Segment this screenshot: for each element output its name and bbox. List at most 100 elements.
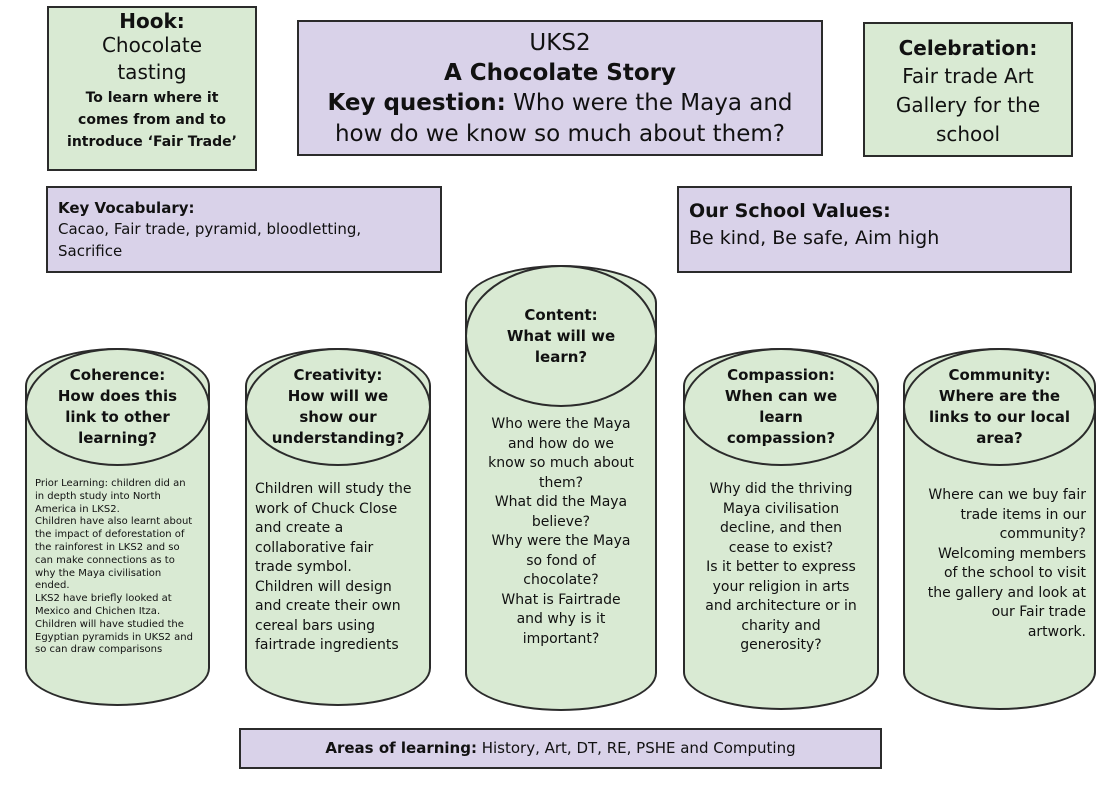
key-question-line-1: Key question: Who were the Maya and (299, 88, 821, 119)
cylinder-title-line: learn? (534, 347, 588, 366)
cylinder-body-line: and how do we (507, 435, 615, 452)
cylinder-body-line: can make connections as to (35, 554, 175, 566)
cylinder-body-line: ended. (35, 580, 70, 592)
cylinder-title-line: links to our local (929, 408, 1070, 426)
values-heading: Our School Values: (689, 200, 891, 222)
cylinder-body-line: Where can we buy fair (928, 487, 1086, 503)
hook-sub-2: comes from and to (78, 112, 226, 128)
cylinder-body-line: the gallery and look at (927, 584, 1086, 601)
cylinder-title-line: What will we (506, 326, 616, 345)
creativity-cylinder: Creativity: How will we show our underst… (245, 348, 431, 706)
community-body: Where can we buy fair trade items in our… (911, 486, 1086, 642)
cylinder-body-line: why the Maya civilisation (35, 567, 162, 579)
creativity-cap: Creativity: How will we show our underst… (245, 348, 431, 466)
values-box: Our School Values: Be kind, Be safe, Aim… (677, 186, 1072, 273)
cylinder-body-line: work of Chuck Close (255, 500, 398, 517)
cylinder-body-line: so can draw comparisons (35, 644, 163, 656)
vocabulary-line-1: Cacao, Fair trade, pyramid, bloodletting… (58, 220, 362, 238)
celebration-line-2: Gallery for the (895, 93, 1041, 117)
cylinder-body-line: know so much about (488, 455, 634, 471)
cylinder-title-line: understanding? (271, 429, 405, 447)
cylinder-title-line: Community: (948, 366, 1051, 384)
content-title: Content: What will we learn? (507, 305, 615, 368)
cylinder-title-line: Coherence: (69, 366, 166, 384)
cylinder-body-line: charity and (741, 617, 821, 634)
cylinder-body-line: and architecture or in (705, 598, 857, 614)
cylinder-body-line: Children will design (255, 578, 392, 595)
cylinder-body-line: Prior Learning: children did an (35, 478, 186, 489)
key-question-line-2: how do we know so much about them? (334, 121, 786, 147)
cylinder-body-line: cease to exist? (728, 539, 834, 556)
cylinder-body-line: community? (999, 526, 1086, 542)
topic-title: A Chocolate Story (444, 60, 676, 86)
cylinder-body-line: the impact of deforestation of (35, 529, 185, 541)
hook-box: Hook: Chocolate tasting To learn where i… (47, 6, 257, 171)
cylinder-body-line: collaborative fair (255, 539, 374, 556)
cylinder-title-line: Compassion: (727, 366, 835, 384)
cylinder-body-line: in depth study into North (35, 490, 161, 502)
vocabulary-heading: Key Vocabulary: (58, 199, 195, 217)
cylinder-body-line: LKS2 have briefly looked at (35, 593, 172, 605)
hook-line-2: tasting (117, 60, 187, 84)
compassion-title: Compassion: When can we learn compassion… (725, 365, 837, 449)
cylinder-title-line: compassion? (726, 429, 836, 447)
cylinder-body-line: trade items in our (960, 506, 1086, 523)
celebration-box: Celebration: Fair trade Art Gallery for … (863, 22, 1073, 157)
cylinder-body-line: Children will study the (255, 481, 412, 497)
areas-of-learning-box: Areas of learning: History, Art, DT, RE,… (239, 728, 882, 769)
cylinder-body-line: Is it better to express (706, 559, 856, 575)
vocabulary-line-2: Sacrifice (58, 242, 123, 260)
cylinder-body-line: so fond of (526, 552, 596, 569)
cylinder-body-line: Welcoming members (938, 545, 1086, 562)
community-cap: Community: Where are the links to our lo… (903, 348, 1096, 466)
cylinder-body-line: believe? (531, 513, 591, 530)
cylinder-body-line: fairtrade ingredients (255, 637, 399, 653)
cylinder-title-line: area? (976, 429, 1023, 447)
cylinder-body-line: of the school to visit (943, 565, 1086, 581)
cylinder-title-line: Content: (524, 305, 598, 324)
cylinder-body-line: Egyptian pyramids in UKS2 and (35, 631, 193, 643)
areas-text: History, Art, DT, RE, PSHE and Computing (476, 739, 796, 757)
compassion-cylinder: Compassion: When can we learn compassion… (683, 348, 879, 710)
hook-heading: Hook: (119, 9, 185, 33)
cylinder-body-line: Maya civilisation (722, 500, 840, 517)
cylinder-body-line: decline, and then (719, 520, 842, 536)
cylinder-title-line: How will we (287, 387, 389, 405)
hook-line-1: Chocolate (101, 33, 203, 57)
cylinder-title-line: When can we (724, 387, 838, 405)
creativity-body: Children will study the work of Chuck Cl… (255, 480, 423, 656)
key-question-label: Key question: (327, 90, 506, 116)
stage-label: UKS2 (529, 30, 591, 56)
cylinder-body-line: Who were the Maya (491, 416, 631, 432)
cylinder-body-line: your religion in arts (712, 578, 850, 595)
areas-label: Areas of learning: (325, 739, 477, 757)
creativity-title: Creativity: How will we show our underst… (272, 365, 405, 449)
cylinder-title-line: learn (759, 408, 803, 426)
cylinder-title-line: Where are the (938, 387, 1061, 405)
cylinder-body-line: cereal bars using (255, 617, 376, 634)
cylinder-title-line: Creativity: (293, 366, 383, 384)
cylinder-body-line: Why were the Maya (491, 533, 631, 549)
coherence-cap: Coherence: How does this link to other l… (25, 348, 210, 466)
cylinder-body-line: What did the Maya (494, 494, 628, 510)
cylinder-body-line: trade symbol. (255, 559, 352, 575)
cylinder-body-line: them? (538, 474, 584, 491)
cylinder-body-line: Children have also learnt about (35, 516, 193, 528)
content-body: Who were the Maya and how do we know so … (475, 415, 647, 649)
cylinder-body-line: and create a (255, 520, 344, 536)
title-box: UKS2 A Chocolate Story Key question: Who… (297, 20, 823, 156)
community-cylinder: Community: Where are the links to our lo… (903, 348, 1096, 710)
cylinder-body-line: Mexico and Chichen Itza. (35, 605, 161, 617)
cylinder-body-line: generosity? (740, 637, 822, 653)
cylinder-body-line: Why did the thriving (709, 481, 853, 497)
content-cylinder: Content: What will we learn? Who were th… (465, 265, 657, 711)
cylinder-body-line: chocolate? (523, 572, 599, 588)
cylinder-body-line: the rainforest in LKS2 and so (35, 541, 180, 553)
compassion-cap: Compassion: When can we learn compassion… (683, 348, 879, 466)
celebration-line-1: Fair trade Art (902, 64, 1034, 88)
coherence-title: Coherence: How does this link to other l… (58, 365, 177, 449)
coherence-body: Prior Learning: children did an in depth… (35, 478, 202, 657)
cylinder-body-line: America in LKS2. (35, 503, 120, 515)
cylinder-body-line: and why is it (516, 611, 606, 627)
cylinder-body-line: our Fair trade (991, 604, 1086, 620)
